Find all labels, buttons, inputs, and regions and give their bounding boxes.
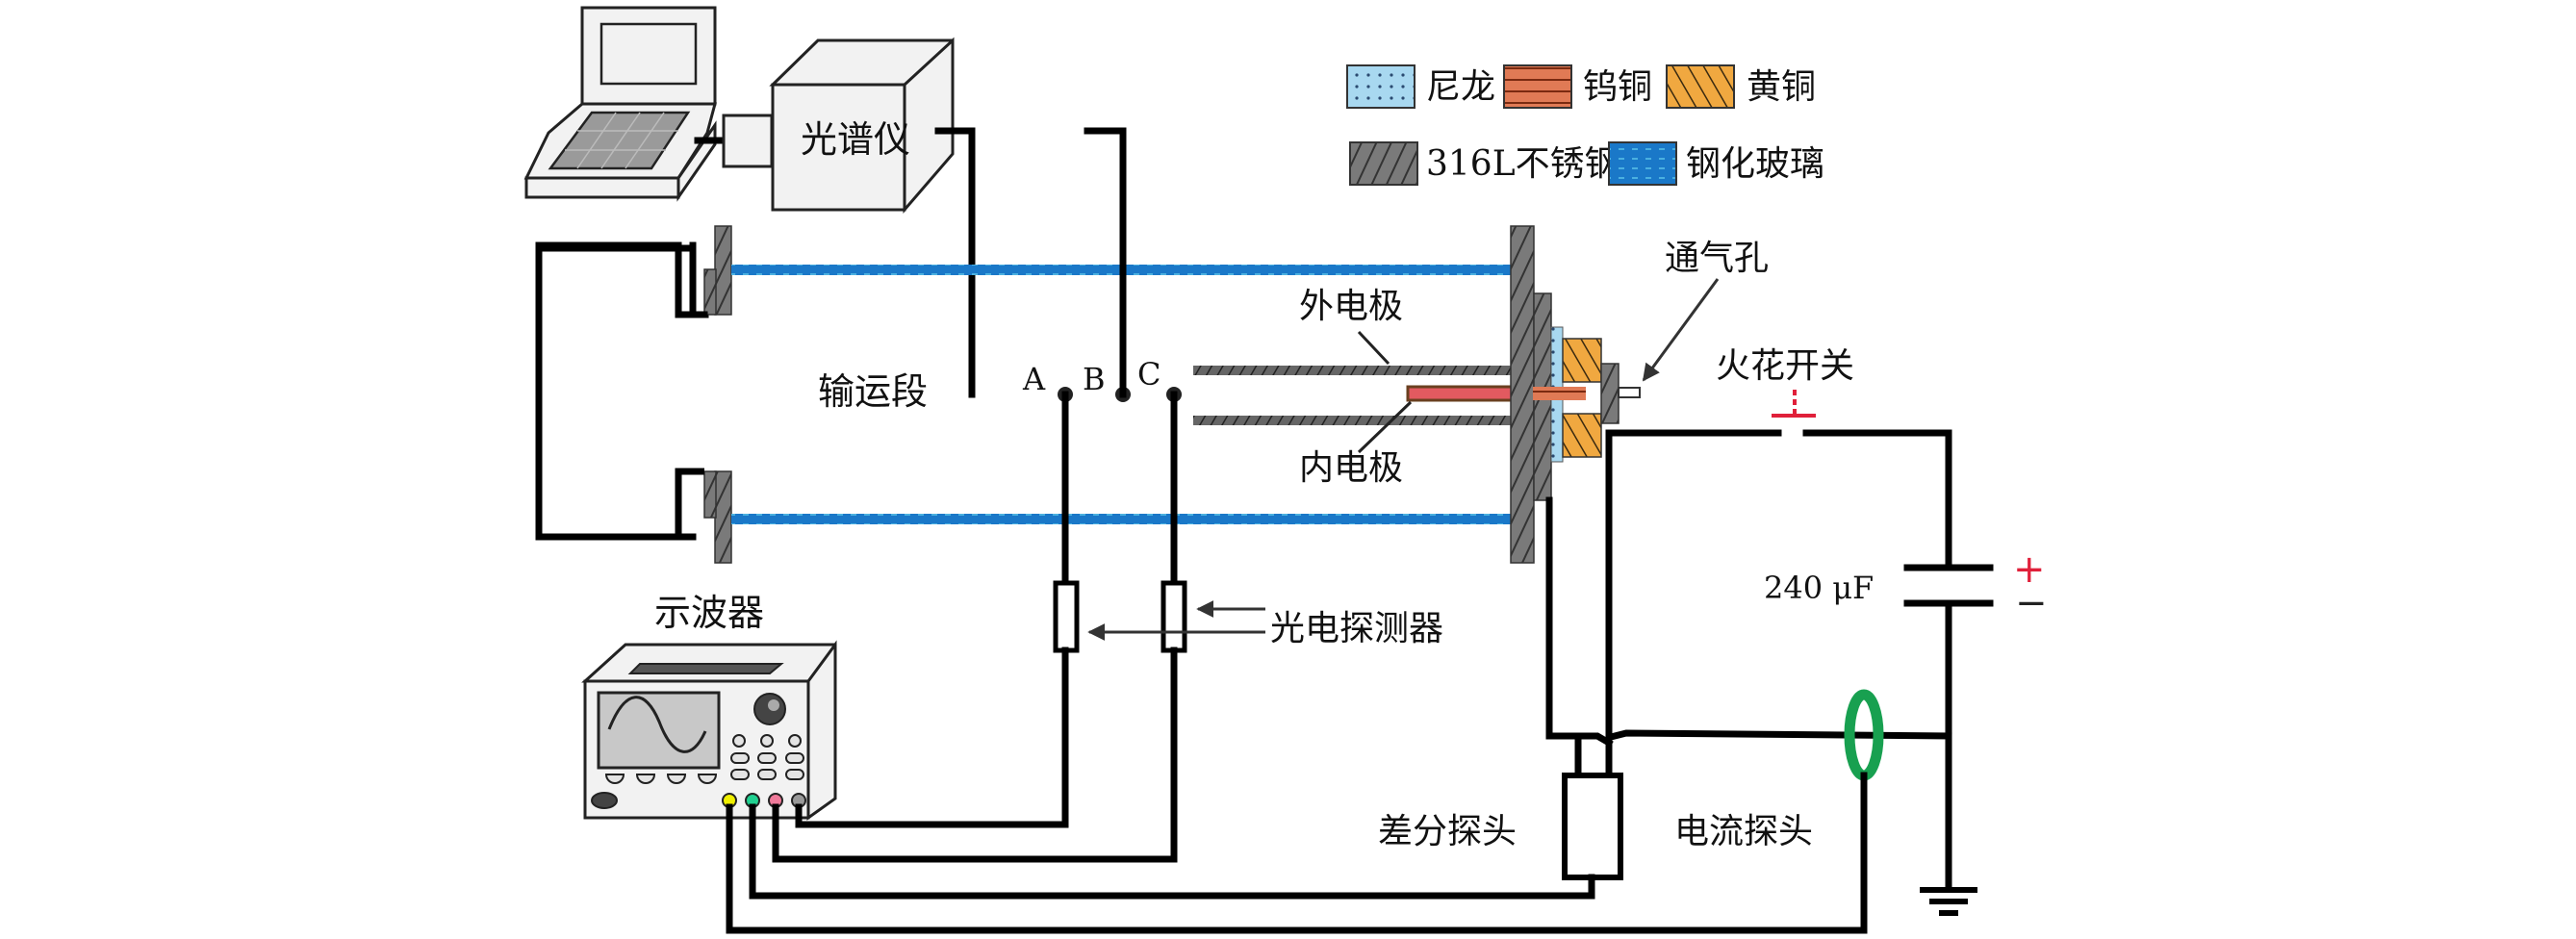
outer-electrode-pointer [1357,330,1390,366]
tempered-glass-swatch [1608,141,1677,186]
ch1-cable [726,772,1868,934]
legend-item-nylon: 尼龙 [1346,64,1495,109]
brass-block-bottom [1562,413,1602,458]
spectrometer-label: 光谱仪 [801,118,910,161]
photodetector-a [1053,580,1080,653]
ch4-cable [795,803,1069,828]
oscilloscope-screen [597,691,721,770]
tungsten-copper-swatch [1503,64,1572,109]
laptop-icon [523,6,717,202]
return-wire-bottom [1610,729,1952,741]
outer-electrode-bottom [1193,416,1511,425]
brass-swatch [1666,64,1735,109]
capacitor-plus-sign: + [2013,547,2046,592]
vent-hole-label: 通气孔 [1665,239,1769,278]
spark-switch-label: 火花开关 [1716,346,1854,386]
glass-tube-bottom [731,514,1511,524]
legend-label-tempered-glass: 钢化玻璃 [1686,144,1824,184]
ground-icon [1920,887,1977,916]
outer-electrode-label: 外电极 [1299,287,1403,326]
spectrometer: 光谱仪 [769,37,955,215]
electrode-flange-assembly [1510,225,1641,564]
vent-cap [1600,363,1620,424]
vacuum-outline [535,244,704,541]
brass-block-top [1562,338,1602,383]
photodetector-label: 光电探测器 [1270,609,1443,648]
oscilloscope-buttons [604,734,804,784]
transport-section-label: 输运段 [818,370,928,413]
differential-probe [1562,773,1623,880]
power-button [591,792,618,809]
ch2-cable [749,803,1595,900]
vent-hole-pointer [1642,278,1720,382]
legend-item-stainless-316l: 316L不锈钢 [1349,141,1620,186]
inner-electrode-label: 内电极 [1299,448,1403,488]
legend: 尼龙 钨铜 黄铜 316L不锈钢 钢化玻璃 [1346,64,1824,186]
point-a-label: A [1022,361,1046,397]
nylon-swatch [1346,64,1416,109]
ch3-cable [772,803,1178,863]
measurement-points: A B C [1022,356,1182,402]
sine-wave [607,696,707,753]
tungsten-copper-tip [1533,387,1586,400]
inner-electrode-pointer [1357,400,1413,454]
legend-item-tungsten-copper: 钨铜 [1503,64,1652,109]
point-b-label: B [1083,361,1106,397]
current-probe-label: 电流探头 [1674,812,1813,851]
capacitor-minus-sign: − [2015,581,2048,625]
legend-label-tungsten-copper: 钨铜 [1583,67,1652,107]
legend-label-brass: 黄铜 [1747,67,1816,107]
legend-item-brass: 黄铜 [1666,64,1816,109]
outer-electrode-top [1193,366,1511,375]
return-wire-left [1545,496,1614,748]
stainless-316l-swatch [1349,141,1418,186]
capacitor-label: 240 μF [1764,570,1874,606]
oscilloscope [581,640,837,821]
oscilloscope-label: 示波器 [654,592,764,634]
point-c-label: C [1137,356,1160,393]
left-flange-top [714,225,732,316]
spectrometer-fiber [934,127,976,398]
differential-probe-label: 差分探头 [1378,812,1517,851]
left-flange-bottom [714,470,732,564]
spectrometer-connector [722,114,774,168]
vent-hole [1618,387,1641,398]
legend-label-nylon: 尼龙 [1426,67,1495,107]
legend-label-stainless-316l: 316L不锈钢 [1426,144,1620,184]
legend-item-tempered-glass: 钢化玻璃 [1608,141,1824,186]
fiber-top [1084,127,1127,269]
hv-wire-top-right [1802,429,1952,570]
spark-switch [1772,390,1816,418]
photodetector-c [1160,580,1187,653]
